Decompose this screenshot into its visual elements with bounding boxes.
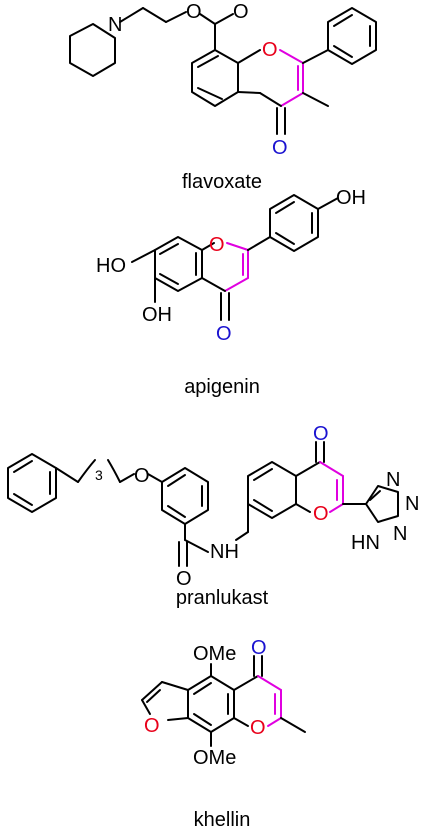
pranlukast-hn-label: HN	[351, 532, 380, 554]
pranlukast-n3-label: N	[393, 523, 407, 545]
pranlukast-o-ring-label: O	[313, 503, 329, 525]
pranlukast-nh-label: NH	[210, 541, 239, 563]
khellin-o-ring-label: O	[250, 717, 266, 739]
pranlukast-o-ether-label: O	[134, 465, 150, 487]
pranlukast-o-ketone-label: O	[313, 423, 329, 445]
khellin-o-furan-label: O	[144, 715, 160, 737]
apigenin-o-ring-label: O	[209, 234, 225, 256]
pranlukast-caption: pranlukast	[176, 587, 269, 609]
flavoxate-o-ring-label: O	[262, 39, 278, 61]
apigenin-caption: apigenin	[184, 376, 260, 398]
flavoxate-o-carbonyl-label: O	[233, 1, 249, 23]
khellin-ome-top-label: OMe	[193, 643, 236, 665]
pranlukast-chain-subscript: 3	[95, 467, 103, 483]
khellin-o-ketone-label: O	[251, 637, 267, 659]
apigenin-o-ketone-label: O	[216, 323, 232, 345]
khellin-structure: OMe O O O OMe khellin	[141, 637, 306, 831]
apigenin-ho-label: HO	[96, 255, 126, 277]
flavoxate-n-label: N	[108, 14, 122, 36]
apigenin-structure: HO O OH OH O apigenin	[96, 187, 366, 398]
flavoxate-o-ketone-label: O	[272, 137, 288, 159]
pranlukast-o-amide-label: O	[176, 568, 192, 590]
apigenin-oh-bottom-label: OH	[142, 304, 172, 326]
khellin-caption: khellin	[194, 809, 251, 831]
pranlukast-n1-label: N	[386, 469, 400, 491]
apigenin-oh-right-label: OH	[336, 187, 366, 209]
flavoxate-caption: flavoxate	[182, 171, 262, 193]
khellin-ome-bottom-label: OMe	[193, 747, 236, 769]
flavoxate-structure: N O O O O flavoxate	[69, 1, 377, 193]
pranlukast-structure: O O 3 O NH O HN N N N pranlukast	[7, 423, 419, 609]
flavoxate-o-ester-label: O	[186, 1, 202, 23]
pranlukast-n2-label: N	[405, 493, 419, 515]
